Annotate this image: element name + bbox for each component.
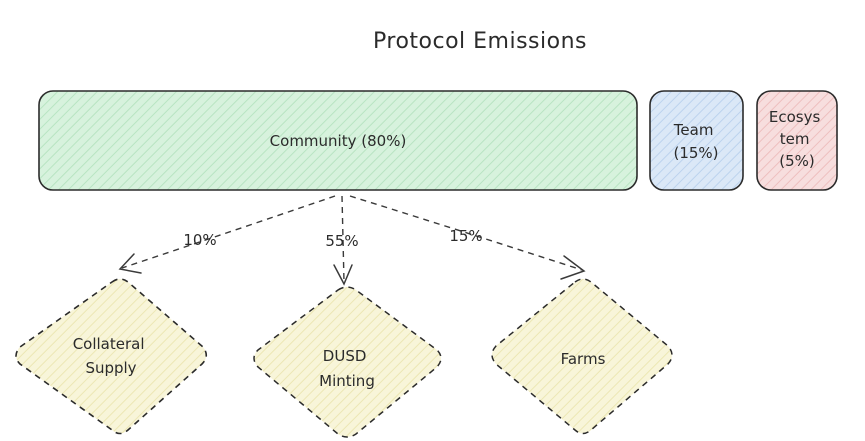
allocation-ecosystem-box: Ecosys tem (5%) [756, 90, 838, 191]
destination-collateral-supply-label: Collateral Supply [73, 335, 150, 377]
destination-dusd-minting-diamond: DUSD Minting [253, 286, 442, 438]
allocation-community-label: Community (80%) [270, 132, 407, 150]
destination-dusd-minting-label: DUSD Minting [319, 347, 375, 390]
allocation-team-box: Team (15%) [649, 90, 744, 191]
edge-collateral-supply [118, 195, 336, 274]
edge-label-collateral-supply: 10% [183, 231, 216, 249]
edge-label-farms: 15% [449, 227, 482, 245]
diagram-title: Protocol Emissions [373, 29, 587, 54]
destination-collateral-supply-diamond: Collateral Supply [15, 278, 208, 435]
allocation-team-label: Team (15%) [673, 121, 719, 162]
edge-label-dusd-minting: 55% [325, 232, 358, 250]
allocation-community-box: Community (80%) [38, 90, 638, 191]
edge-dusd-minting [333, 195, 353, 286]
destination-farms-diamond: Farms [491, 278, 673, 435]
allocation-ecosystem-label: Ecosys tem (5%) [769, 108, 825, 170]
edge-farms [349, 195, 586, 280]
destination-farms-label: Farms [561, 350, 606, 368]
